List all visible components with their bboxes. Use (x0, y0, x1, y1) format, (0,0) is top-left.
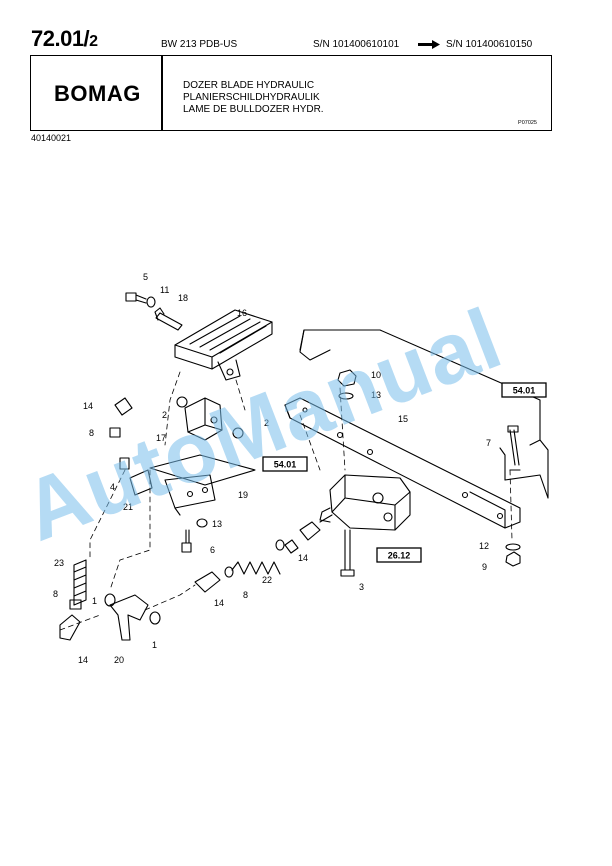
page-number: 72.01/2 (31, 26, 98, 51)
page-number-suffix: 2 (89, 33, 98, 50)
callout-18: 18 (178, 293, 188, 303)
callout-17: 17 (156, 433, 166, 443)
frame-plate (299, 329, 549, 499)
brand-logo: BOMAG (54, 81, 141, 106)
callout-22: 22 (262, 575, 272, 585)
callout-1b: 1 (152, 640, 157, 650)
title-french: LAME DE BULLDOZER HYDR. (183, 104, 324, 115)
serial-to: S/N 101400610150 (446, 39, 533, 50)
assembly-lines (59, 371, 513, 631)
mounting-bar (284, 397, 521, 529)
callout-numbers: 1 1 2 2 3 4 5 6 7 8 8 8 9 10 11 12 13 13… (53, 272, 491, 665)
callout-6: 6 (210, 545, 215, 555)
callout-8a: 8 (89, 428, 94, 438)
threaded-rod (59, 559, 87, 641)
title-english: DOZER BLADE HYDRAULIC (183, 80, 315, 91)
callout-2a: 2 (162, 410, 167, 420)
drawing-code: P07025 (518, 120, 537, 126)
callout-15: 15 (398, 414, 408, 424)
callout-12: 12 (479, 541, 489, 551)
callout-1a: 1 (92, 596, 97, 606)
callout-5: 5 (143, 272, 148, 282)
lever-arm (104, 593, 161, 641)
callout-13b: 13 (371, 390, 381, 400)
right-fasteners (337, 369, 521, 567)
spring-assembly (194, 514, 333, 593)
center-screws (181, 518, 208, 553)
serial-arrow-icon (418, 40, 440, 49)
callout-16: 16 (237, 308, 247, 318)
reference-boxes: 54.01 54.01 26.12 (262, 382, 547, 563)
callout-8b: 8 (53, 589, 58, 599)
callout-11: 11 (160, 285, 169, 295)
valve-block (319, 474, 411, 531)
callout-10: 10 (371, 370, 381, 380)
lever-plate (129, 454, 256, 516)
callout-20: 20 (114, 655, 124, 665)
title-german: PLANIERSCHILDHYDRAULIK (183, 92, 320, 103)
upper-rod-end (109, 397, 133, 470)
callout-2b: 2 (264, 418, 269, 428)
callout-7: 7 (486, 438, 491, 448)
foot-pedal (174, 309, 273, 381)
callout-14c: 14 (214, 598, 224, 608)
callout-23: 23 (54, 558, 64, 568)
callout-4: 4 (110, 482, 115, 492)
callout-14b: 14 (298, 553, 308, 563)
callout-9: 9 (482, 562, 487, 572)
document-number: 40140021 (31, 133, 72, 143)
ref-54-01-left: 54.01 (274, 460, 297, 470)
callout-13a: 13 (212, 519, 222, 529)
upper-fasteners (125, 292, 183, 331)
callout-8c: 8 (243, 590, 248, 600)
bolt-3 (340, 529, 355, 577)
callout-19: 19 (238, 490, 248, 500)
title-block: BOMAG DOZER BLADE HYDRAULIC PLANIERSCHIL… (30, 55, 552, 131)
callout-14d: 14 (78, 655, 88, 665)
ref-26-12: 26.12 (388, 551, 411, 561)
title-block-divider (161, 56, 163, 130)
pedal-bracket (176, 396, 244, 441)
callout-3: 3 (359, 582, 364, 592)
ref-54-01-right: 54.01 (513, 386, 536, 396)
callout-14a: 14 (83, 401, 93, 411)
serial-from: S/N 101400610101 (313, 39, 400, 50)
model-label: BW 213 PDB-US (161, 39, 238, 50)
callout-21: 21 (123, 502, 133, 512)
